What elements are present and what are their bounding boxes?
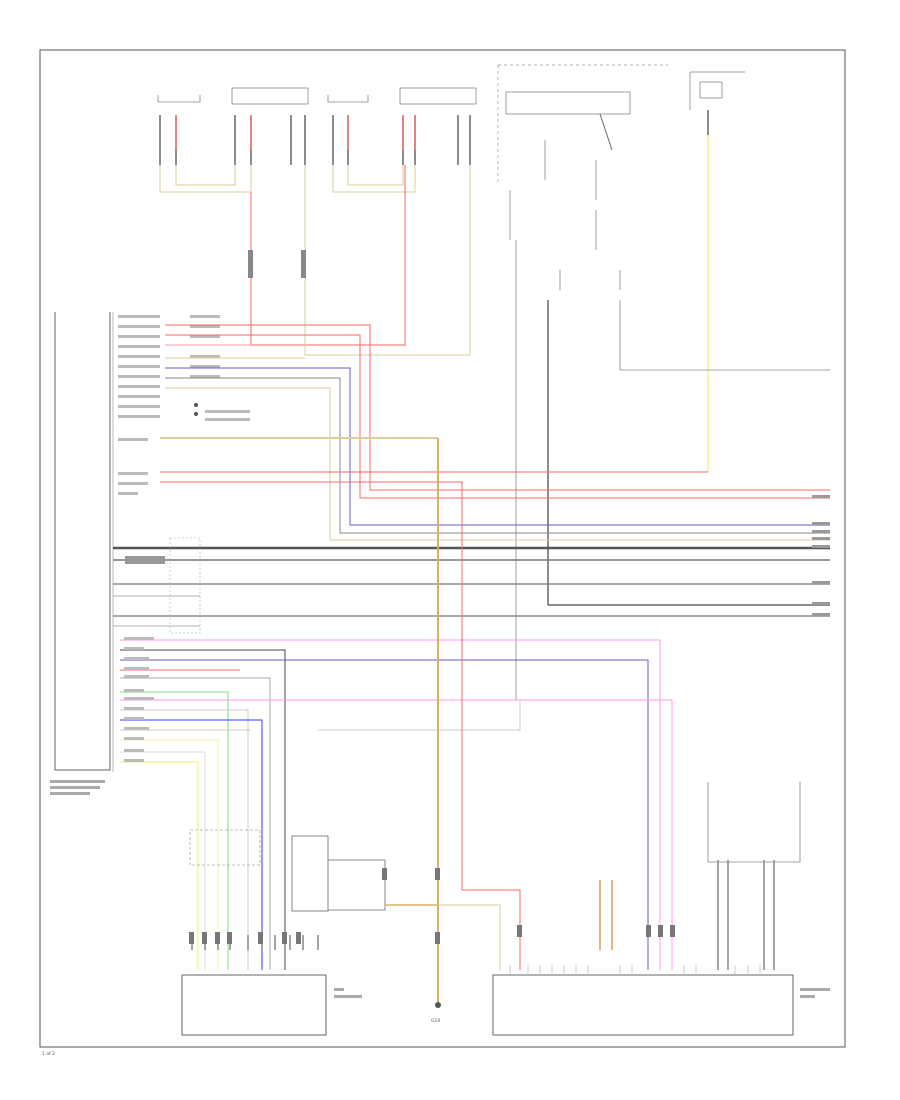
speaker-wire-labels (248, 250, 306, 278)
fuse-box-top (689, 71, 745, 135)
wire-terminals (189, 868, 675, 944)
page-reference: 1 of 2 (42, 1051, 55, 1057)
radio-module-label (50, 780, 105, 795)
speaker-front-right-door (231, 87, 309, 105)
head-unit-module (492, 974, 794, 1036)
radio-connector-pin-labels (118, 315, 250, 495)
junction-block (189, 829, 501, 970)
lower-radio-pin-labels (124, 637, 154, 762)
head-unit-label (800, 988, 830, 998)
ignition-switch-box (497, 64, 668, 250)
bus-labels (125, 495, 830, 616)
diagram-border (39, 49, 846, 1048)
radio-module-outline (54, 312, 114, 772)
top-connector-pins-colored (175, 115, 416, 150)
bus-dashed-box (169, 537, 201, 634)
amplifier-module (181, 974, 327, 1036)
radio-connector-dots (194, 403, 198, 416)
speaker-front-left-tweeter (327, 95, 369, 103)
ground-point (435, 1002, 441, 1008)
bus-lines (113, 546, 830, 627)
radio-output-wires (160, 324, 830, 541)
head-unit-connectors (599, 860, 775, 970)
speaker-front-right-tweeter (157, 95, 201, 103)
speaker-front-left-door (399, 87, 477, 105)
top-connector-pins (159, 115, 471, 165)
ground-label: G10 (431, 1018, 440, 1024)
lower-radio-wires (120, 639, 673, 970)
trunk-wires (437, 438, 521, 1005)
amplifier-label (334, 988, 362, 998)
head-unit-pin-row (509, 965, 761, 975)
switch-output-wires (515, 240, 830, 700)
antenna-box (707, 782, 801, 863)
